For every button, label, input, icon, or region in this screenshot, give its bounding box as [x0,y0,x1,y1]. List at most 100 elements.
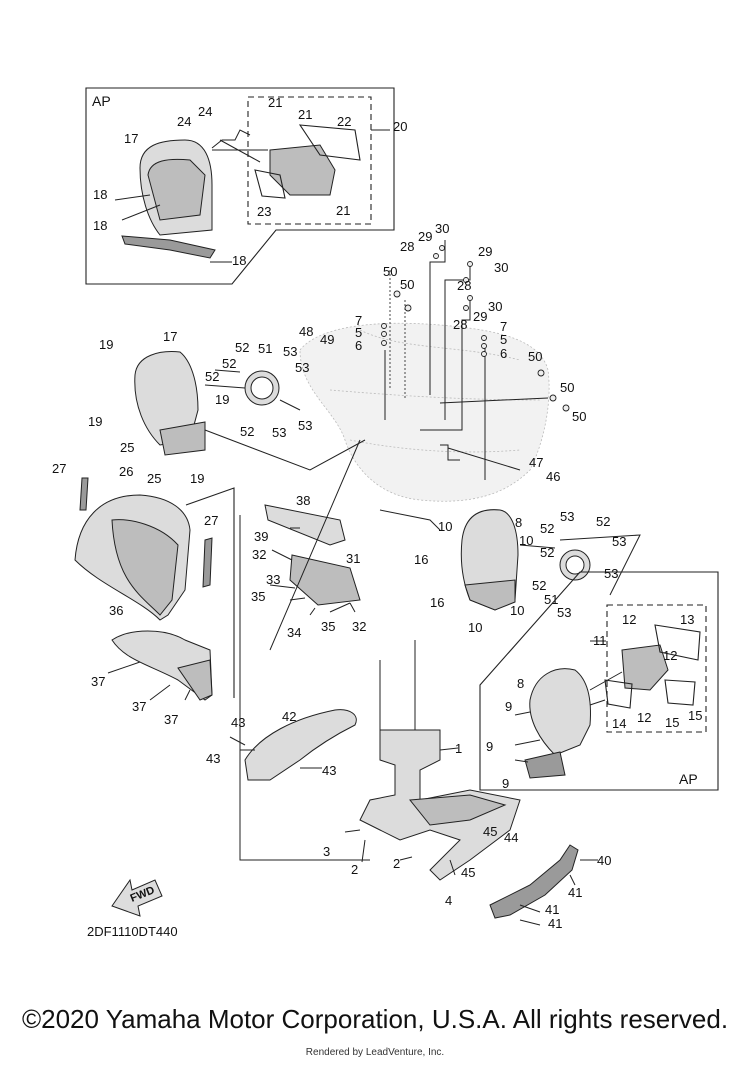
callout-37-a: 37 [91,674,105,689]
strip-27 [202,537,213,588]
callout-14: 14 [612,716,626,731]
callout-17-top: 17 [124,131,138,146]
copyright-notice: ©2020 Yamaha Motor Corporation, U.S.A. A… [21,1004,729,1034]
seal-23 [254,169,286,199]
callout-2-a: 2 [351,862,358,877]
callout-42: 42 [282,709,296,724]
callout-52-f: 52 [540,521,554,536]
callout-52-d: 52 [240,424,254,439]
callout-50-a: 50 [383,264,397,279]
callout-51-b: 51 [544,592,558,607]
callout-22: 22 [337,114,351,129]
callout-10-c: 10 [510,603,524,618]
callout-8-a: 8 [515,515,522,530]
callout-18-top-a: 18 [93,187,107,202]
callout-31: 31 [346,551,360,566]
callout-17-b: 17 [163,329,177,344]
garnish-8-inset [529,668,591,756]
callout-10-a: 10 [438,519,452,534]
callout-41-b: 41 [545,902,559,917]
callout-4: 4 [445,893,452,908]
rendered-by-credit: Rendered by LeadVenture, Inc. [305,1047,445,1058]
callout-32-a: 32 [252,547,266,562]
callout-52-c: 52 [205,369,219,384]
callout-50-b: 50 [400,277,414,292]
callout-9-a: 9 [505,699,512,714]
callout-28-c: 28 [453,317,467,332]
callout-12-b: 12 [663,648,677,663]
callout-10-b: 10 [519,533,533,548]
garnish-17 [134,351,199,446]
seal-14 [604,679,633,709]
callout-21-c: 21 [336,203,350,218]
callout-29-c: 29 [473,309,487,324]
callout-30-c: 30 [488,299,502,314]
garnish-11 [621,644,669,691]
callout-6-b: 6 [500,346,507,361]
callout-40: 40 [597,853,611,868]
callout-53-c: 53 [272,425,286,440]
stay-38 [264,504,346,546]
callout-5-a: 5 [355,325,362,340]
callout-15-b: 15 [688,708,702,723]
callout-13: 13 [680,612,694,627]
bracket-18-inset [121,235,216,259]
callout-45-b: 45 [461,865,475,880]
callout-20: 20 [393,119,407,134]
callout-21-b: 21 [298,107,312,122]
callout-24-a: 24 [198,104,212,119]
seal-15 [664,679,696,706]
callout-50-c: 50 [528,349,542,364]
callout-50-e: 50 [572,409,586,424]
callout-43-c: 43 [322,763,336,778]
seal-22 [298,124,361,161]
callout-26: 26 [119,464,133,479]
callout-16-b: 16 [430,595,444,610]
callout-3: 3 [323,844,330,859]
ap-label-top: AP [92,93,111,109]
callout-41-a: 41 [568,885,582,900]
body-outline-ghost [299,322,550,502]
callout-37-b: 37 [132,699,146,714]
callout-6-a: 6 [355,338,362,353]
callout-19-a: 19 [99,337,113,352]
callout-9-b: 9 [486,739,493,754]
callout-27-b: 27 [204,513,218,528]
callout-24-b: 24 [177,114,191,129]
callout-44: 44 [504,830,518,845]
callout-53-h: 53 [557,605,571,620]
garnish-20 [269,144,336,196]
callout-53-a: 53 [283,344,297,359]
callout-53-e: 53 [560,509,574,524]
callout-48: 48 [299,324,313,339]
callout-43-a: 43 [231,715,245,730]
callout-1: 1 [455,741,462,756]
callout-38: 38 [296,493,310,508]
callout-53-f: 53 [612,534,626,549]
callout-52-e: 52 [596,514,610,529]
callout-15-a: 15 [665,715,679,730]
callout-5-b: 5 [500,332,507,347]
callout-39: 39 [254,529,268,544]
stay-40 [489,844,579,919]
callout-9-c: 9 [502,776,509,791]
callout-2-b: 2 [393,856,400,871]
panel-36 [111,630,213,701]
callout-10-d: 10 [468,620,482,635]
callout-33: 33 [266,572,280,587]
callout-7-a: 7 [355,313,362,328]
callout-7-b: 7 [500,319,507,334]
callout-49: 49 [320,332,334,347]
callout-23: 23 [257,204,271,219]
callout-37-c: 37 [164,712,178,727]
callout-29-a: 29 [418,229,432,244]
callout-16-a: 16 [414,552,428,567]
assembly-box-20 [247,96,372,225]
diagram-code: 2DF1110DT440 [87,924,178,939]
callout-28-b: 28 [457,278,471,293]
callout-30-b: 30 [494,260,508,275]
callout-19-b: 19 [88,414,102,429]
callout-45-a: 45 [483,824,497,839]
callout-52-a: 52 [235,340,249,355]
ap-label-bottom: AP [679,771,698,787]
